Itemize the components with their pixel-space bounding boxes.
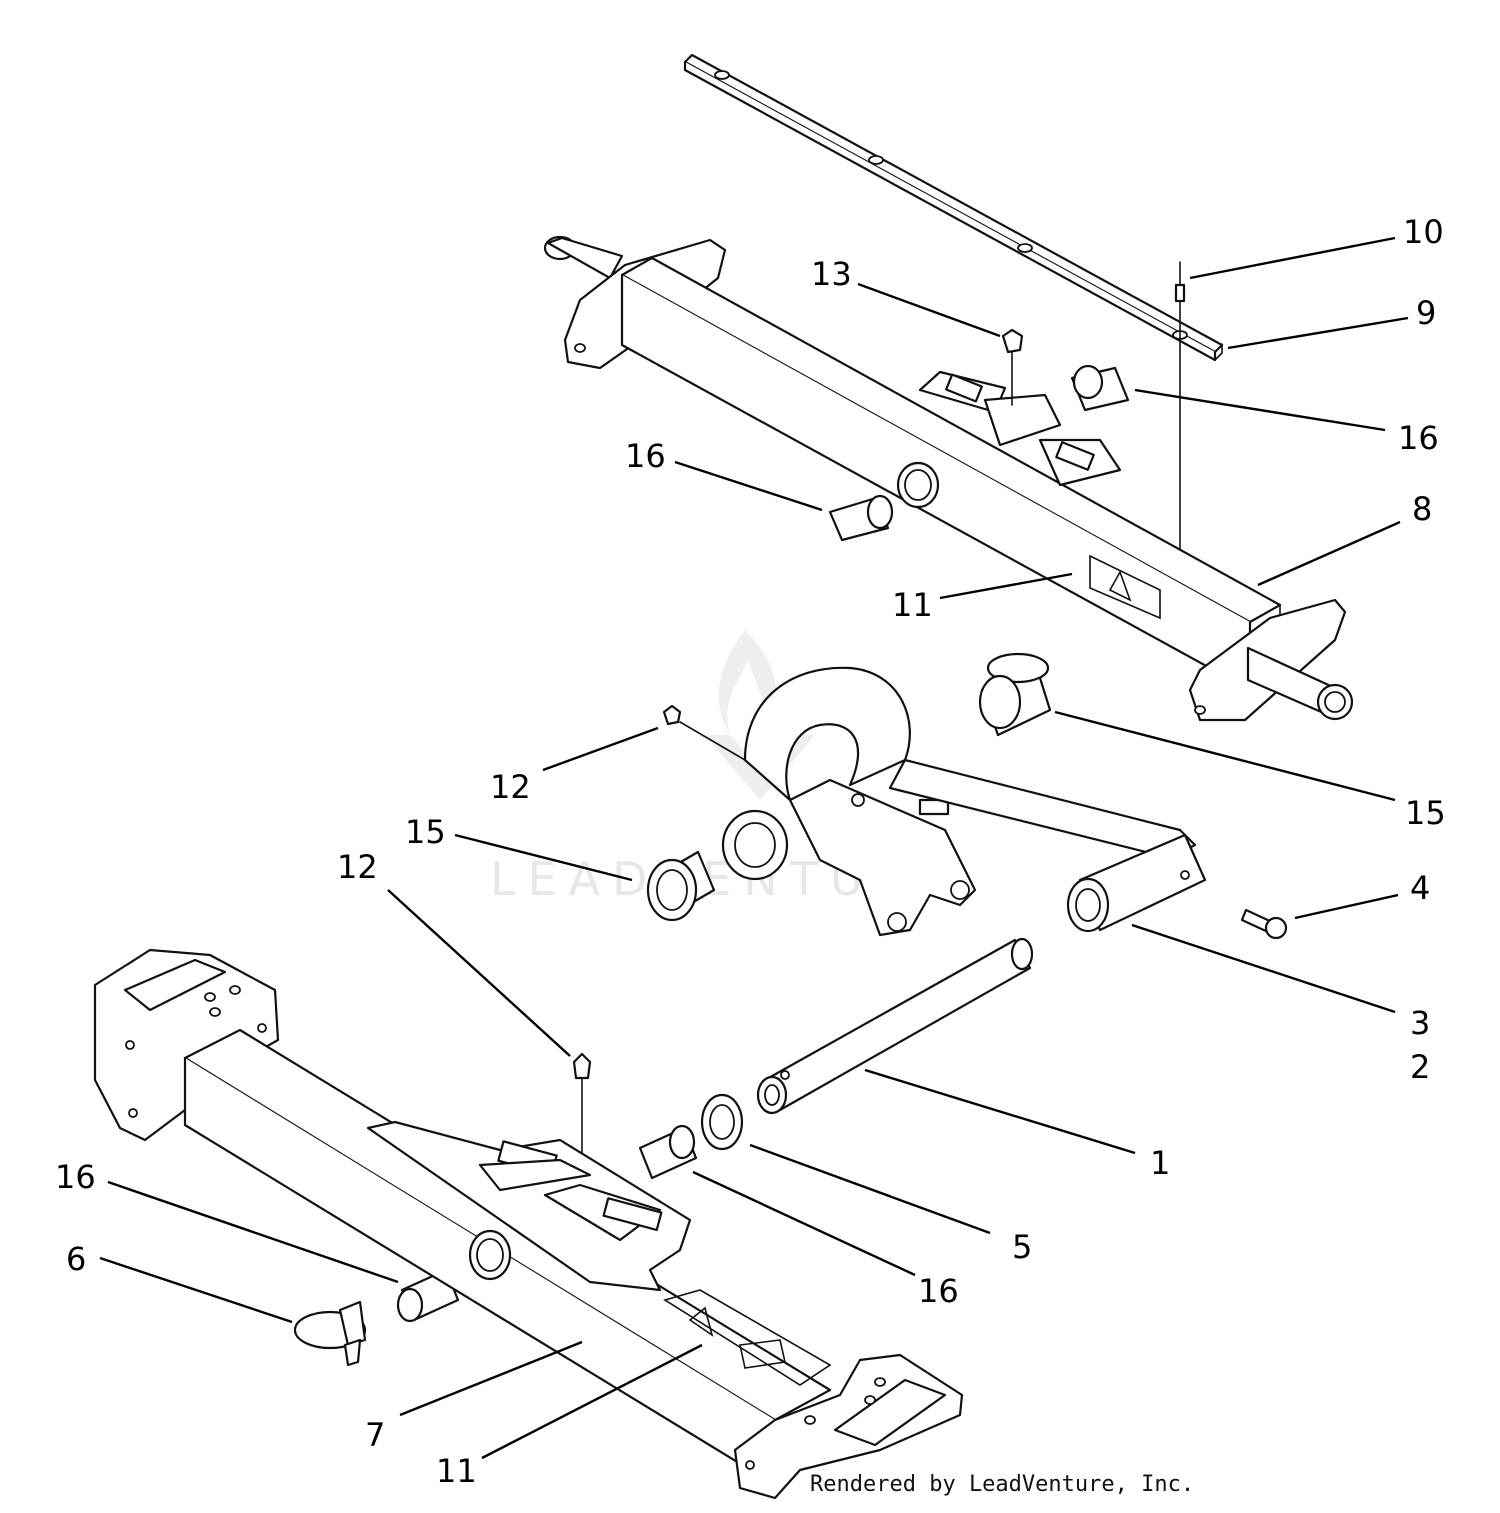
callout-16-upper-left: 16	[625, 437, 666, 475]
callout-12-arm: 12	[490, 768, 531, 806]
callout-15-right: 15	[1405, 794, 1446, 832]
callout-11-lower: 11	[436, 1452, 477, 1490]
callout-13: 13	[811, 255, 852, 293]
callout-labels: 10 9 13 16 16 8 11 15 12 15 12 4 3 2 1 5…	[55, 213, 1446, 1490]
part-grease-fitting-top	[1001, 328, 1024, 406]
part-upper-axle	[543, 235, 1354, 722]
part-arm-assembly	[721, 666, 1207, 937]
callout-5: 5	[1012, 1228, 1032, 1266]
callout-10: 10	[1403, 213, 1444, 251]
callout-9: 9	[1416, 294, 1436, 332]
part-flat-bar	[683, 53, 1224, 362]
callout-3: 3	[1410, 1004, 1430, 1042]
part-bushing-upper-right	[1070, 364, 1130, 412]
callout-2: 2	[1410, 1048, 1430, 1086]
part-pivot-shaft	[756, 937, 1034, 1115]
callout-16-upper-right: 16	[1398, 419, 1439, 457]
callout-12-lower: 12	[337, 848, 378, 886]
part-grease-fitting-arm	[662, 704, 746, 761]
render-credit: Rendered by LeadVenture, Inc.	[810, 1472, 1195, 1497]
callout-7: 7	[365, 1416, 385, 1454]
callout-15-left: 15	[405, 813, 446, 851]
callout-8: 8	[1412, 490, 1432, 528]
callout-6: 6	[66, 1240, 86, 1278]
callout-16-lower-right: 16	[918, 1272, 959, 1310]
part-bushing-upper-left	[828, 461, 940, 542]
callout-4: 4	[1410, 869, 1430, 907]
leader-lines	[99, 236, 1409, 1460]
part-lynch-pin	[293, 1300, 367, 1367]
part-flanged-bushing-right	[978, 652, 1052, 737]
part-washer	[700, 1093, 744, 1151]
callout-16-lower-left: 16	[55, 1158, 96, 1196]
part-flanged-bushing-left	[646, 850, 716, 922]
part-bolt	[1240, 908, 1288, 940]
part-bushing-lower-right	[638, 1124, 698, 1180]
part-pin	[1174, 261, 1186, 566]
callout-1: 1	[1150, 1144, 1170, 1182]
part-lower-frame	[93, 948, 964, 1500]
callout-11-upper: 11	[892, 586, 933, 624]
